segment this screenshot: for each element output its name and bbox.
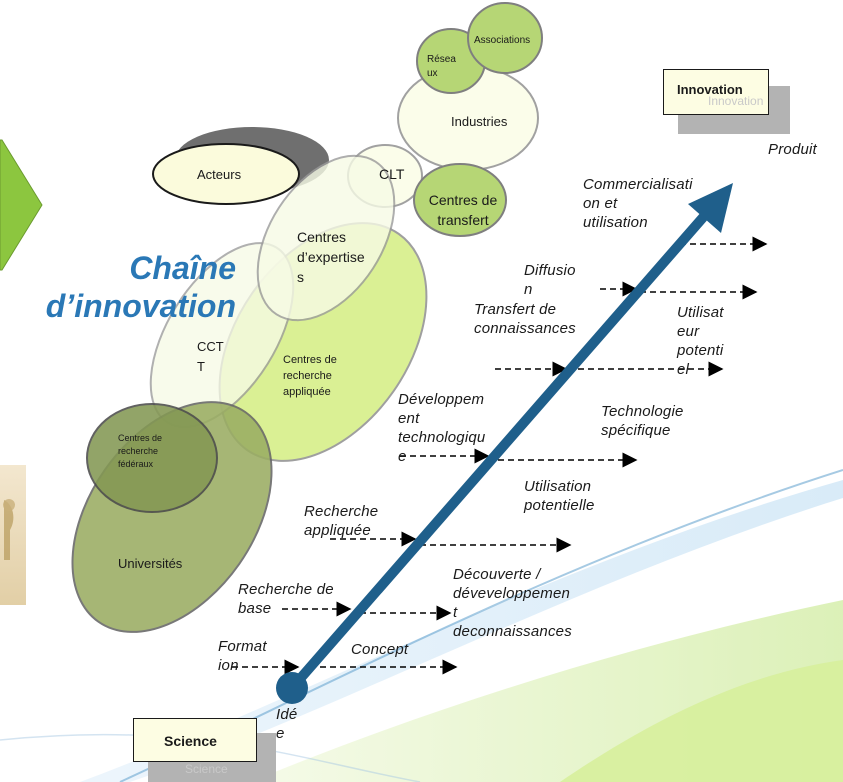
produit-label: Produit [768,141,817,158]
lightbulb-image [0,465,26,605]
centres-expertise-line-2: d’expertise [297,249,365,265]
actor-ellipses [71,2,543,633]
centres-expertise-label: Centres d’expertise s [297,227,365,287]
utilisateur-line-2: eur [677,323,700,340]
crf-line-1: Centres de [118,433,163,443]
developpement-label: Développem ent technologiqu e [398,390,485,466]
decouverte-label: Découverte / déveveloppemen t deconnaiss… [453,565,572,641]
main-innovation-arrow [276,183,733,704]
title-line-2: d’innovation [45,288,236,324]
developpement-line-3: technologiqu [398,429,486,446]
cctt-line-2: T [197,359,205,374]
centres-recherche-appliquee-label: Centres de recherche appliquée [283,352,337,400]
science-shadow-label: Science [185,762,228,776]
transfert-line-2: connaissances [474,320,576,337]
industries-label: Industries [451,114,508,129]
idee-line-1: Idé [276,706,298,723]
commercialisation-line-2: on et [583,195,618,212]
diffusion-line-2: n [524,281,533,298]
centres-federaux-ellipse [86,403,218,513]
crf-line-3: fédéraux [118,459,154,469]
utilisateur-line-1: Utilisat [677,304,724,321]
innovation-label: Innovation [677,82,743,97]
innovation-box: Innovation [663,69,769,115]
reseaux-label: Résea ux [427,53,456,81]
commercialisation-label: Commercialisati on et utilisation [583,175,693,232]
reseaux-line-2: ux [427,68,438,79]
recherche-base-label: Recherche de base [238,580,334,618]
recherche-base-line-2: base [238,600,272,617]
associations-label: Associations [474,35,531,46]
technologie-line-2: spécifique [601,422,671,439]
commercialisation-line-3: utilisation [583,214,648,231]
cra-line-1: Centres de [283,354,337,366]
utilisation-potentielle-line-2: potentielle [524,497,595,514]
utilisation-potentielle-label: Utilisation potentielle [524,477,595,515]
developpement-line-4: e [398,448,407,465]
associations-ellipse [467,2,543,74]
utilisateur-line-3: potenti [677,342,724,359]
centres-transfert-line-1: Centres de [428,192,498,208]
title-line-1: Chaîne [129,250,236,286]
recherche-appliquee-line-1: Recherche [304,503,379,520]
acteurs-ellipse [152,143,300,205]
idee-line-2: e [276,725,285,742]
recherche-appliquee-line-2: appliquée [304,522,371,539]
dashed-arrows [232,236,768,675]
centres-transfert-line-2: transfert [437,212,489,228]
concept-label: Concept [351,641,409,658]
transfert-line-1: Transfert de [474,301,557,318]
cra-line-2: recherche [283,370,332,382]
utilisateur-line-4: el [677,361,690,378]
crf-line-2: recherche [118,446,159,456]
centres-transfert-label: Centres de transfert [420,190,506,230]
developpement-line-2: ent [398,410,420,427]
clt-label: CLT [379,166,405,182]
decouverte-line-4: deconnaissances [453,623,572,640]
science-box: Science [133,718,257,762]
acteurs-label: Acteurs [197,167,242,182]
diagram-title: Chaîne d’innovation [0,249,236,325]
commercialisation-line-1: Commercialisati [583,176,693,193]
decouverte-line-3: t [453,604,458,621]
centres-expertise-line-1: Centres [297,229,347,245]
innovation-shadow-label: Innovation [708,94,764,108]
utilisateur-label: Utilisat eur potenti el [677,303,724,379]
decouverte-line-1: Découverte / [453,566,541,583]
science-label: Science [164,733,217,749]
chevron-shape [0,139,43,271]
formation-line-2: ion [218,657,239,674]
centres-transfert-ellipse [413,163,507,237]
cctt-label: CCT T [197,337,224,377]
diffusion-line-1: Diffusio [524,262,576,279]
technologie-line-1: Technologie [601,403,684,420]
recherche-appliquee-label: Recherche appliquée [304,502,378,540]
reseaux-line-1: Résea [427,54,456,65]
recherche-base-line-1: Recherche de [238,581,334,598]
centres-expertise-line-3: s [297,269,304,285]
transfert-label: Transfert de connaissances [474,300,576,338]
decouverte-line-2: déveveloppemen [453,585,571,602]
utilisation-potentielle-line-1: Utilisation [524,478,592,495]
idee-label: Idé e [276,705,297,743]
diffusion-label: Diffusio n [524,261,576,299]
centres-expertise-ellipse [256,154,396,322]
centres-recherche-federaux-label: Centres de recherche fédéraux [118,432,162,471]
formation-line-1: Format [218,638,267,655]
cra-line-3: appliquée [283,386,331,398]
idea-origin-dot [276,672,308,704]
developpement-line-1: Développem [398,391,485,408]
formation-label: Format ion [218,637,267,675]
technologie-label: Technologie spécifique [601,402,684,440]
universites-label: Universités [118,556,183,571]
cctt-line-1: CCT [197,339,224,354]
